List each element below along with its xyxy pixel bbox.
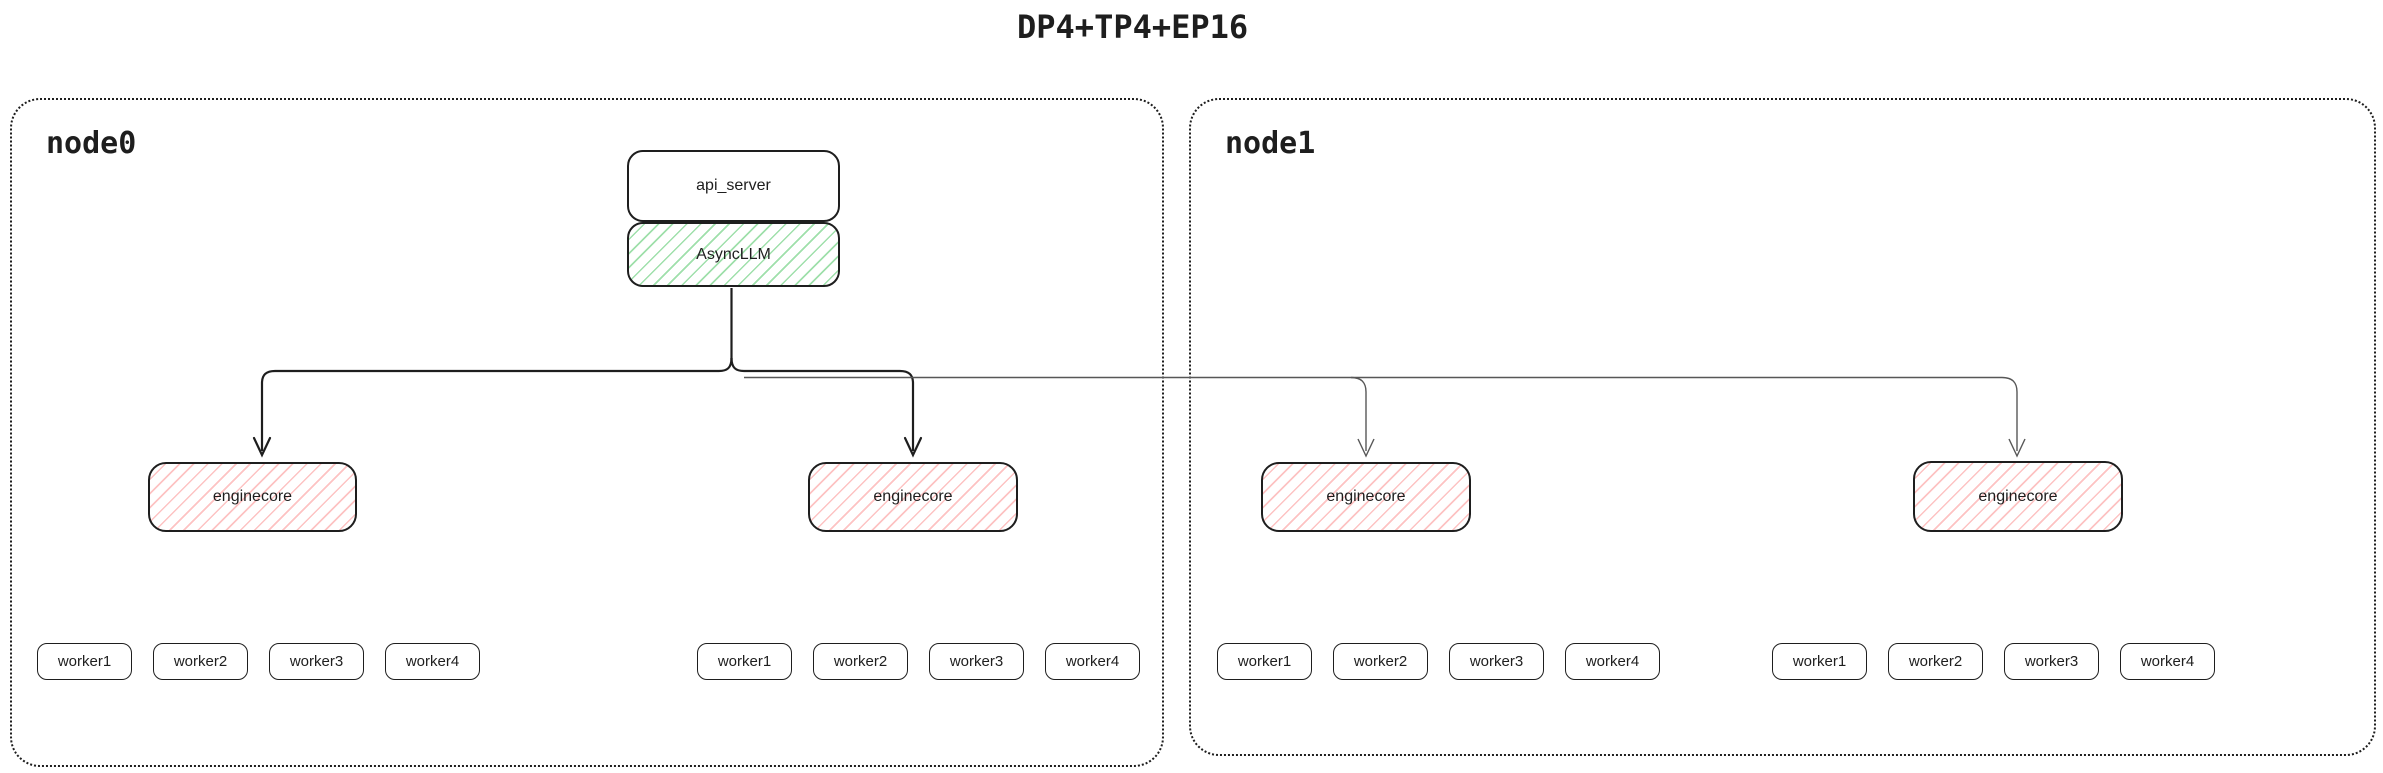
node0-label: node0 [46,126,137,161]
worker-box: worker2 [1333,643,1428,680]
api-server-label: api_server [696,177,771,194]
enginecore-box-2: enginecore [808,462,1018,532]
node1-label: node1 [1225,126,1316,161]
worker-box: worker2 [1888,643,1983,680]
worker-box: worker2 [813,643,908,680]
enginecore-box-1: enginecore [148,462,357,532]
diagram-title: DP4+TP4+EP16 [1017,8,1249,46]
worker-box: worker1 [697,643,792,680]
worker-box: worker3 [1449,643,1544,680]
worker-box: worker3 [929,643,1024,680]
enginecore-label: enginecore [1326,488,1406,505]
enginecore-label: enginecore [1978,487,2058,505]
enginecore-label: enginecore [873,488,953,505]
api-server-box: api_server [627,150,840,222]
worker-box: worker4 [1565,643,1660,680]
asyncllm-box: AsyncLLM [627,222,840,287]
worker-box: worker1 [1217,643,1312,680]
asyncllm-label: AsyncLLM [696,245,771,263]
worker-box: worker1 [37,643,132,680]
enginecore-box-3: enginecore [1261,462,1471,532]
worker-box: worker4 [1045,643,1140,680]
enginecore-box-4: enginecore [1913,461,2123,532]
worker-box: worker3 [2004,643,2099,680]
worker-group-4: worker1 worker2 worker3 worker4 [1772,643,2215,680]
worker-box: worker4 [385,643,480,680]
worker-box: worker4 [2120,643,2215,680]
worker-group-1: worker1 worker2 worker3 worker4 [37,643,480,680]
worker-group-3: worker1 worker2 worker3 worker4 [1217,643,1660,680]
worker-box: worker1 [1772,643,1867,680]
enginecore-label: enginecore [212,488,293,505]
worker-group-2: worker1 worker2 worker3 worker4 [697,643,1140,680]
worker-box: worker3 [269,643,364,680]
worker-box: worker2 [153,643,248,680]
